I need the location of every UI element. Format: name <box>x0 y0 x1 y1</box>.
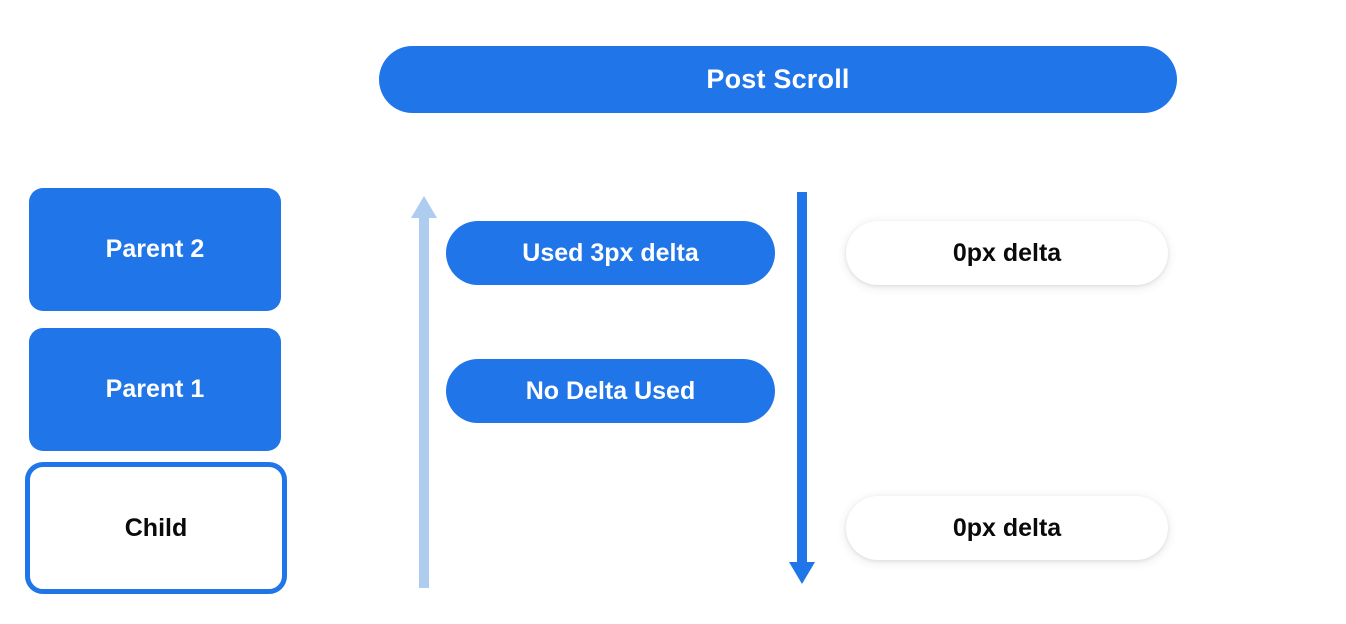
stack-box-parent-2[interactable]: Parent 2 <box>29 188 281 311</box>
delta-pill-label: 0px delta <box>952 238 1062 267</box>
delta-pill-zero-top[interactable]: 0px delta <box>846 221 1168 285</box>
bubble-up-arrow-icon <box>411 196 437 588</box>
stack-box-label: Parent 2 <box>105 235 205 263</box>
post-scroll-banner: Post Scroll <box>379 46 1177 113</box>
stack-box-child[interactable]: Child <box>25 462 287 594</box>
scroll-down-arrow-icon <box>789 192 815 584</box>
stack-box-label: Child <box>124 513 188 542</box>
stack-box-label: Parent 1 <box>105 375 205 403</box>
delta-pill-label: No Delta Used <box>525 376 696 405</box>
page-title: Post Scroll <box>706 64 850 94</box>
delta-pill-used-3px[interactable]: Used 3px delta <box>446 221 775 285</box>
delta-pill-label: Used 3px delta <box>522 238 699 267</box>
stack-box-parent-1[interactable]: Parent 1 <box>29 328 281 451</box>
delta-pill-zero-bottom[interactable]: 0px delta <box>846 496 1168 560</box>
delta-pill-label: 0px delta <box>952 513 1062 542</box>
delta-pill-no-delta-used[interactable]: No Delta Used <box>446 359 775 423</box>
